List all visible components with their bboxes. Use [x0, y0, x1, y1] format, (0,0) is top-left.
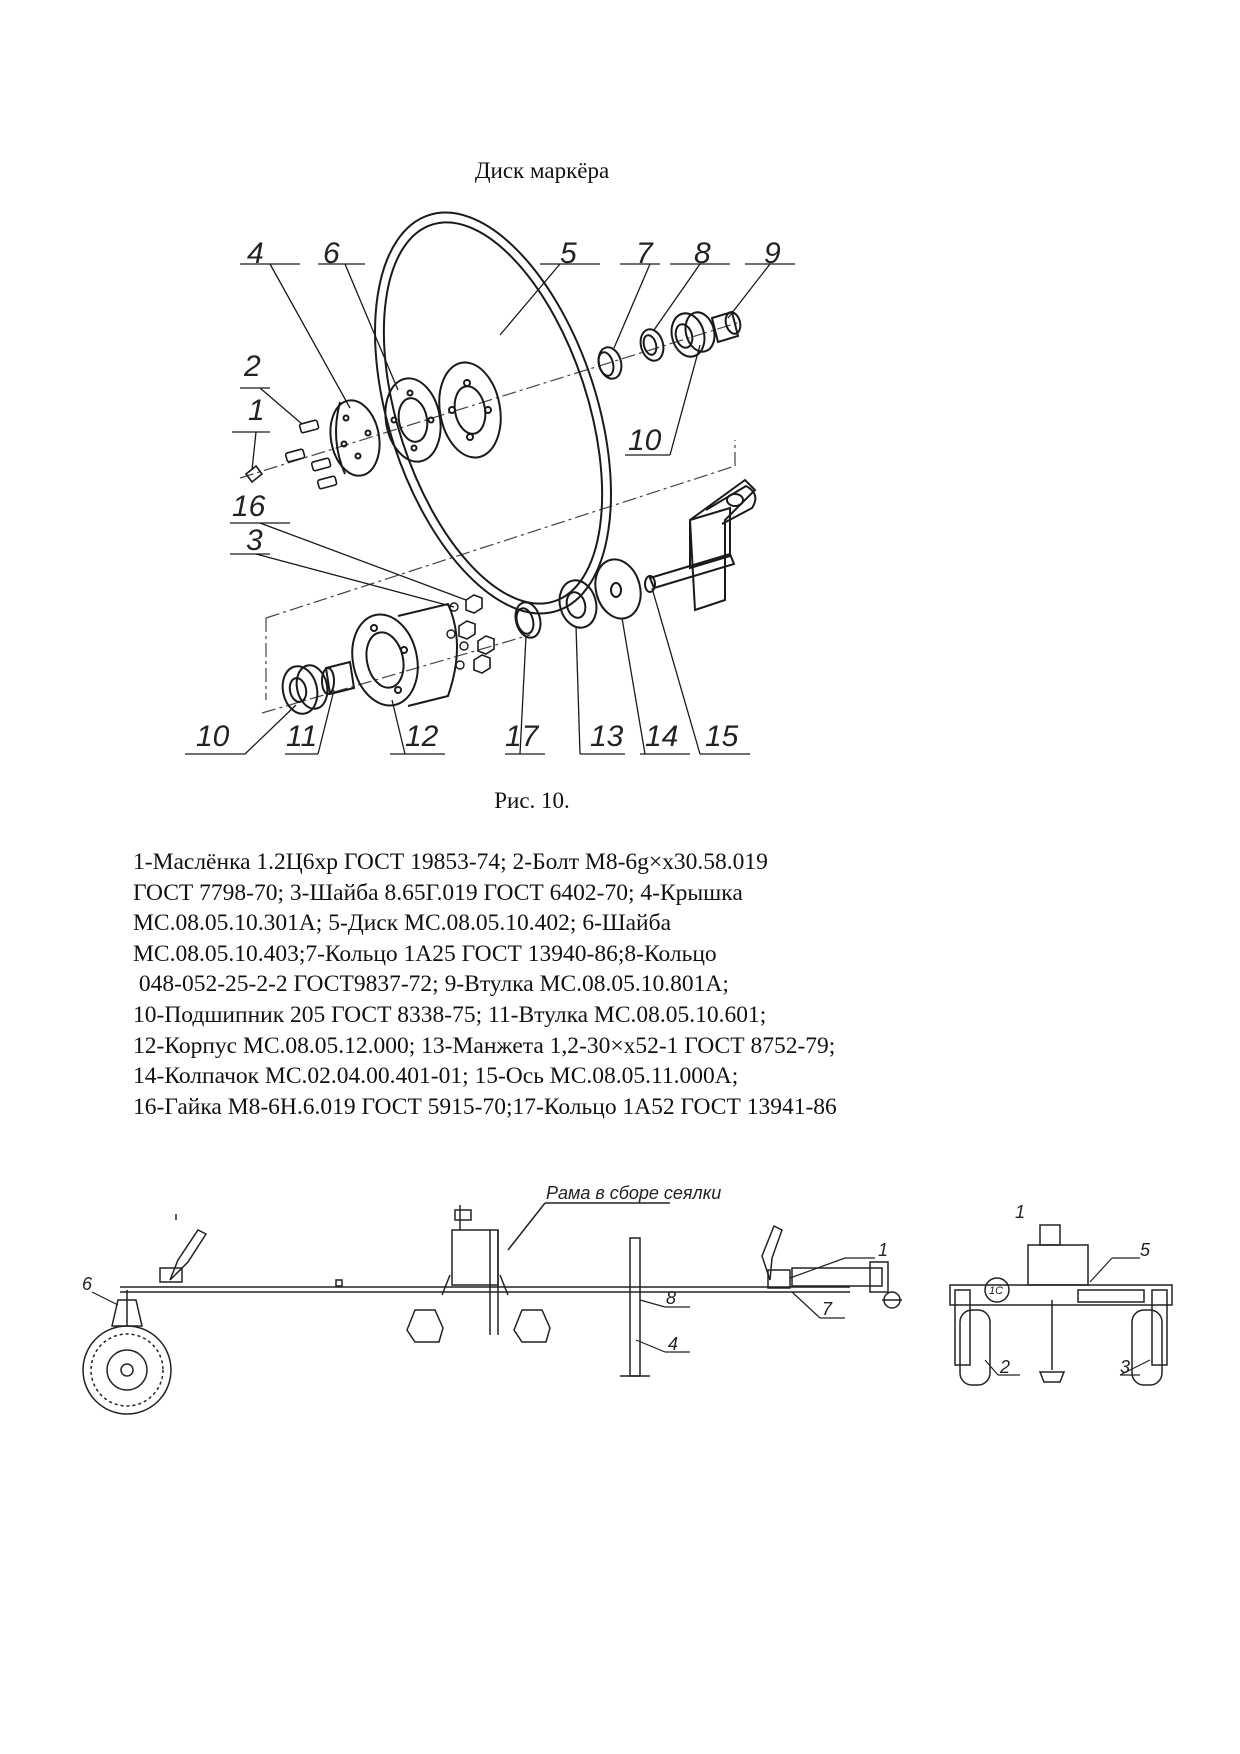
callout-10-right: 10: [628, 424, 662, 457]
assembly-callout-4: 4: [668, 1334, 678, 1354]
seal-part-13: [558, 579, 598, 629]
bearing-part-10-bottom: [281, 664, 329, 715]
callout-6: 6: [323, 237, 340, 270]
ring-part-8: [639, 328, 665, 362]
legend-line: 12-Корпус МС.08.05.12.000; 13-Манжета 1,…: [133, 1032, 836, 1059]
assembly-leaders: [91, 1257, 875, 1353]
wheel-badge: 1С: [989, 1285, 1003, 1297]
parts-legend: 1-Маслёнка 1.2Ц6хр ГОСТ 19853-74; 2-Болт…: [133, 847, 1133, 1122]
callout-10-bottom: 10: [196, 720, 230, 753]
side-callout-2: 2: [999, 1357, 1010, 1377]
assembly-callout-8: 8: [666, 1288, 676, 1308]
left-marker-arm: [159, 1214, 208, 1283]
cap-part-14: [594, 558, 642, 620]
page-title: Диск маркёра: [474, 158, 610, 183]
callout-16: 16: [232, 490, 266, 523]
callout-3: 3: [246, 524, 263, 557]
frame-label: Рама в сборе сеялки: [546, 1183, 721, 1203]
frame-beam: [120, 1286, 850, 1293]
bolts-part-2: [284, 419, 338, 490]
side-callout-3: 3: [1120, 1357, 1130, 1377]
bearing-part-10-top: [670, 311, 716, 358]
callout-5: 5: [560, 237, 577, 270]
side-callout-5: 5: [1140, 1240, 1151, 1260]
ring-part-7: [597, 346, 623, 380]
assembly-callout-1: 1: [878, 1240, 888, 1260]
callout-14: 14: [645, 720, 679, 753]
legend-line: 048-052-25-2-2 ГОСТ9837-72; 9-Втулка МС.…: [133, 971, 729, 998]
side-view-leaders: [984, 1257, 1151, 1376]
washers-part-3: [446, 602, 469, 670]
legend-line: 14-Колпачок МС.02.04.00.401-01; 15-Ось М…: [133, 1063, 739, 1090]
assembly-callout-7: 7: [822, 1299, 833, 1319]
washer-part-6: [384, 377, 442, 463]
callout-17: 17: [505, 720, 539, 753]
callout-8: 8: [694, 237, 711, 270]
side-callout-1: 1: [1015, 1202, 1025, 1222]
callout-12: 12: [405, 720, 439, 753]
callout-1: 1: [248, 394, 265, 427]
housing-part-12: [351, 602, 458, 707]
bushing-part-9: [710, 310, 742, 344]
right-marker-arm: [761, 1224, 791, 1289]
post-part-4: [620, 1237, 650, 1377]
cover-part-4: [329, 399, 381, 477]
callout-11: 11: [286, 720, 318, 753]
callout-15: 15: [705, 720, 739, 753]
side-view: [949, 1224, 1173, 1386]
figure-caption: Рис. 10.: [494, 788, 570, 813]
callout-4: 4: [247, 237, 264, 270]
legend-line: МС.08.05.10.403;7-Кольцо 1А25 ГОСТ 13940…: [133, 940, 717, 967]
tow-bar: [791, 1261, 902, 1309]
callout-9: 9: [764, 237, 781, 270]
legend-line: 1-Маслёнка 1.2Ц6хр ГОСТ 19853-74; 2-Болт…: [133, 849, 768, 875]
axle-part-15: [644, 478, 757, 612]
callout-7: 7: [636, 237, 653, 270]
legend-line: МС.08.05.10.301А; 5-Диск МС.08.05.10.402…: [133, 910, 671, 937]
assembly-callout-6: 6: [82, 1274, 93, 1294]
legend-line: 10-Подшипник 205 ГОСТ 8338-75; 11-Втулка…: [133, 1001, 767, 1028]
coulters: [406, 1309, 551, 1343]
left-wheel: [82, 1290, 172, 1415]
center-hitch: [335, 1205, 509, 1335]
legend-line: ГОСТ 7798-70; 3-Шайба 8.65Г.019 ГОСТ 640…: [133, 879, 743, 906]
nuts-part-16: [458, 594, 495, 674]
frame-label-leader: [507, 1202, 670, 1251]
callout-2: 2: [244, 350, 261, 383]
callout-13: 13: [590, 720, 624, 753]
leader-lines: [185, 263, 795, 755]
ring-part-17: [514, 601, 542, 639]
legend-line: 16-Гайка М8-6Н.6.019 ГОСТ 5915-70;17-Кол…: [133, 1093, 837, 1120]
